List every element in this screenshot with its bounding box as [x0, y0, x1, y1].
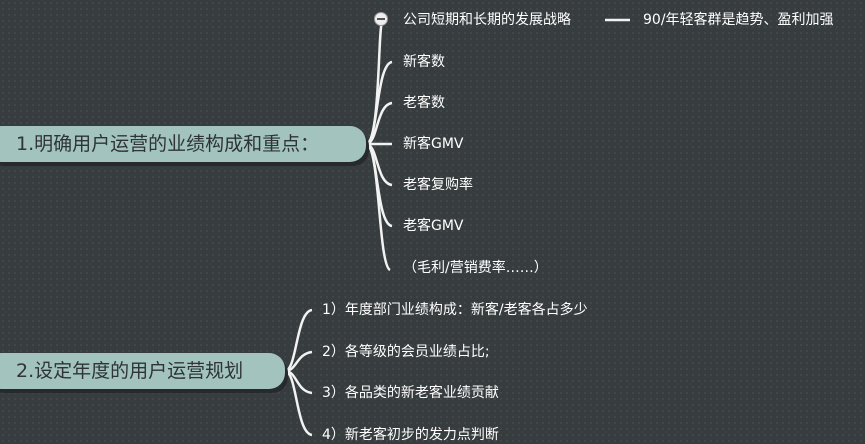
subtopic[interactable]: 2）各等级的会员业绩占比;: [322, 344, 490, 360]
subtopic[interactable]: 老客复购率: [403, 177, 473, 193]
topic-2[interactable]: 2.设定年度的用户运营规划: [0, 353, 285, 389]
subtopic[interactable]: 公司短期和长期的发展战略: [403, 12, 571, 28]
subtopic[interactable]: 新客GMV: [403, 136, 464, 152]
topic-1[interactable]: 1.明确用户运营的业绩构成和重点：: [0, 126, 366, 162]
subtopic[interactable]: 4）新老客初步的发力点判断: [322, 427, 499, 443]
subtopic[interactable]: 老客GMV: [403, 218, 464, 234]
subtopic[interactable]: （毛利/营销费率……）: [403, 260, 548, 276]
subtopic[interactable]: 新客数: [403, 54, 445, 70]
subtopic[interactable]: 1）年度部门业绩构成：新客/老客各占多少: [322, 302, 588, 318]
subtopic[interactable]: 老客数: [403, 95, 445, 111]
subtopic-note[interactable]: 90/年轻客群是趋势、盈利加强: [643, 12, 834, 28]
collapse-toggle-icon[interactable]: [374, 12, 388, 26]
subtopic[interactable]: 3）各品类的新老客业绩贡献: [322, 385, 499, 401]
